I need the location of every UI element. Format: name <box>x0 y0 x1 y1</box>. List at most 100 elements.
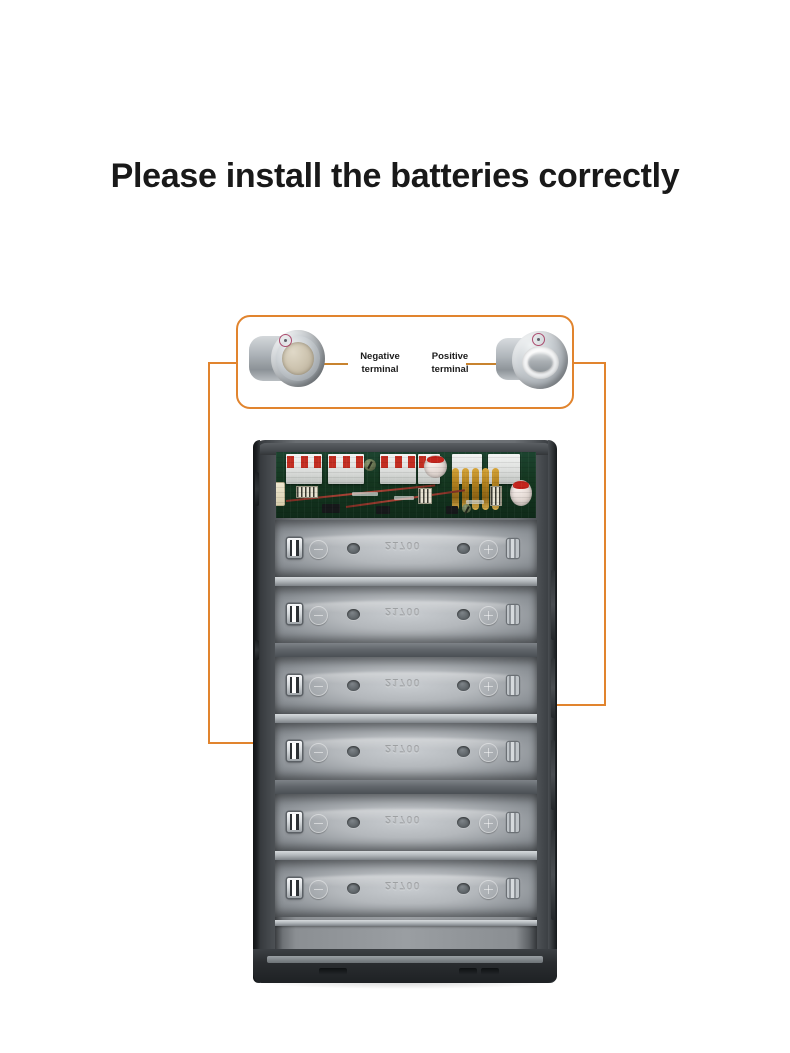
bay-dimple <box>347 883 360 894</box>
bay-dimple <box>457 746 470 757</box>
battery-slot[interactable]: 21700 <box>275 520 537 577</box>
red-wire <box>345 489 465 508</box>
battery-slot[interactable]: 21700 <box>275 723 537 780</box>
bay-dimple <box>457 817 470 828</box>
side-button[interactable] <box>255 472 259 506</box>
positive-polarity-mark <box>479 814 498 833</box>
pin-header <box>418 488 432 504</box>
base-tab <box>481 968 499 975</box>
page-title: Please install the batteries correctly <box>110 157 680 195</box>
negative-contact <box>287 604 302 624</box>
negative-contact <box>287 675 302 695</box>
battery-bay: 21700 21700 <box>275 520 537 961</box>
guide-right-bottom <box>552 704 606 706</box>
side-vent <box>551 830 555 920</box>
power-bank-device: 21700 21700 <box>253 440 557 983</box>
positive-polarity-mark <box>479 743 498 762</box>
cell-size-code: 21700 <box>385 606 421 618</box>
vent-mark-icon <box>279 334 292 347</box>
side-vent <box>551 658 555 718</box>
bay-dimple <box>457 609 470 620</box>
positive-polarity-mark <box>479 677 498 696</box>
battery-slot[interactable]: 21700 <box>275 860 537 917</box>
side-vent <box>551 570 555 640</box>
negative-polarity-mark <box>309 880 328 899</box>
negative-terminal-label: Negative terminal <box>348 351 412 376</box>
negative-polarity-mark <box>309 814 328 833</box>
inductor-coil <box>452 468 506 513</box>
negative-label-line2: terminal <box>361 363 399 375</box>
negative-polarity-mark <box>309 677 328 696</box>
bay-dimple <box>347 609 360 620</box>
capacitor <box>510 480 532 506</box>
guide-right-top <box>572 362 606 364</box>
battery-slot[interactable]: 21700 <box>275 586 537 643</box>
cell-size-code: 21700 <box>385 743 421 755</box>
ic-chip <box>322 504 340 513</box>
guide-left-top <box>208 362 238 364</box>
negative-contact <box>287 812 302 832</box>
positive-terminal-label: Positive terminal <box>418 351 482 376</box>
solder-pad <box>394 496 414 500</box>
white-connector <box>328 454 364 484</box>
cell-size-code: 21700 <box>385 880 421 892</box>
slot-divider <box>275 714 537 723</box>
board-screw <box>462 504 471 513</box>
slot-divider <box>275 577 537 586</box>
positive-contact <box>507 676 519 695</box>
positive-contact <box>507 605 519 624</box>
circuit-board <box>276 452 536 518</box>
positive-polarity-mark <box>479 540 498 559</box>
positive-contact <box>507 879 519 898</box>
white-connector <box>286 454 322 484</box>
solder-pad <box>466 500 484 504</box>
battery-positive-terminal-icon <box>494 328 572 392</box>
ic-chip <box>376 506 390 514</box>
negative-polarity-mark <box>309 606 328 625</box>
positive-label-line1: Positive <box>431 351 469 362</box>
battery-slot[interactable]: 21700 <box>275 794 537 851</box>
white-connector <box>380 454 416 484</box>
white-connector <box>488 454 520 484</box>
guide-right-outer <box>604 362 606 705</box>
device-left-edge <box>253 440 260 983</box>
slot-divider <box>275 643 537 657</box>
base-lip <box>267 956 543 963</box>
bay-dimple <box>347 680 360 691</box>
capacitor <box>424 455 447 478</box>
side-vent <box>551 740 555 810</box>
vent-mark-icon <box>532 333 545 346</box>
pin-header <box>490 486 502 506</box>
side-button[interactable] <box>255 640 259 660</box>
negative-polarity-mark <box>309 743 328 762</box>
positive-contact <box>507 813 519 832</box>
board-screw <box>364 459 376 471</box>
positive-polarity-mark <box>479 606 498 625</box>
bay-dimple <box>457 883 470 894</box>
bay-dimple <box>347 746 360 757</box>
negative-label-rule <box>320 363 348 365</box>
bay-dimple <box>457 543 470 554</box>
positive-polarity-mark <box>479 880 498 899</box>
red-wire <box>285 484 436 502</box>
bay-floor-rib <box>275 920 537 926</box>
negative-contact <box>287 741 302 761</box>
base-tab <box>319 968 347 975</box>
positive-contact <box>507 539 519 558</box>
guide-left-outer <box>208 362 210 743</box>
negative-contact <box>287 878 302 898</box>
base-tab <box>459 968 477 975</box>
slot-divider <box>275 780 537 794</box>
pin-header <box>296 486 318 498</box>
bay-dimple <box>347 817 360 828</box>
cell-size-code: 21700 <box>385 814 421 826</box>
guide-left-bottom <box>208 742 258 744</box>
device-base <box>253 949 557 983</box>
negative-label-line1: Negative <box>360 351 400 362</box>
battery-slot[interactable]: 21700 <box>275 657 537 714</box>
solder-pad <box>352 492 378 496</box>
slot-divider <box>275 851 537 860</box>
positive-label-rule <box>466 363 496 365</box>
battery-negative-terminal-icon <box>249 328 327 392</box>
